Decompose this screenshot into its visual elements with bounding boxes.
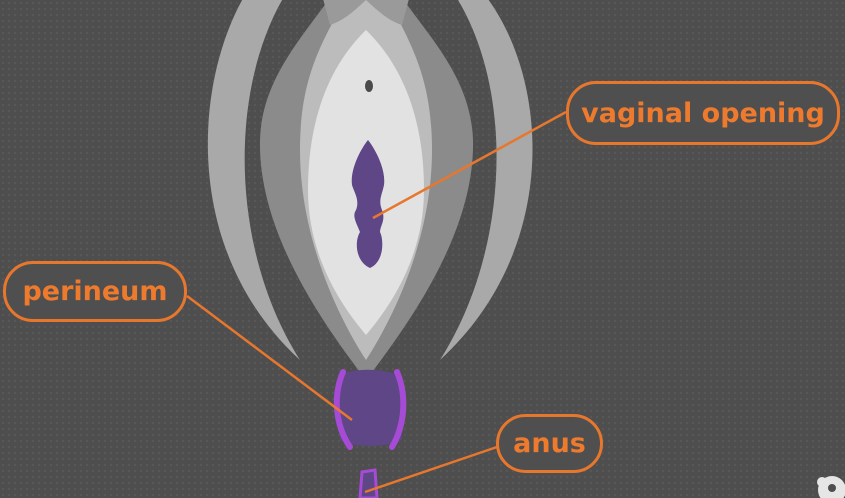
anus-shape (358, 468, 379, 498)
label-anus: anus (496, 414, 603, 473)
vaginal-opening-shape (351, 140, 385, 268)
leader-line-perineum (186, 295, 353, 421)
outer-labia-outline (207, 0, 300, 360)
perineum-shape (340, 369, 402, 446)
urethral-opening (365, 80, 373, 92)
corner-logo-icon (817, 476, 845, 498)
clitoral-hood (323, 0, 409, 25)
label-vaginal-opening: vaginal opening (566, 81, 840, 145)
leader-line-anus (364, 445, 498, 494)
perineum-highlight-right (389, 369, 407, 450)
leader-line-vaginal (372, 110, 567, 220)
label-perineum: perineum (3, 261, 187, 322)
outer-labia-outline-right (440, 0, 533, 360)
